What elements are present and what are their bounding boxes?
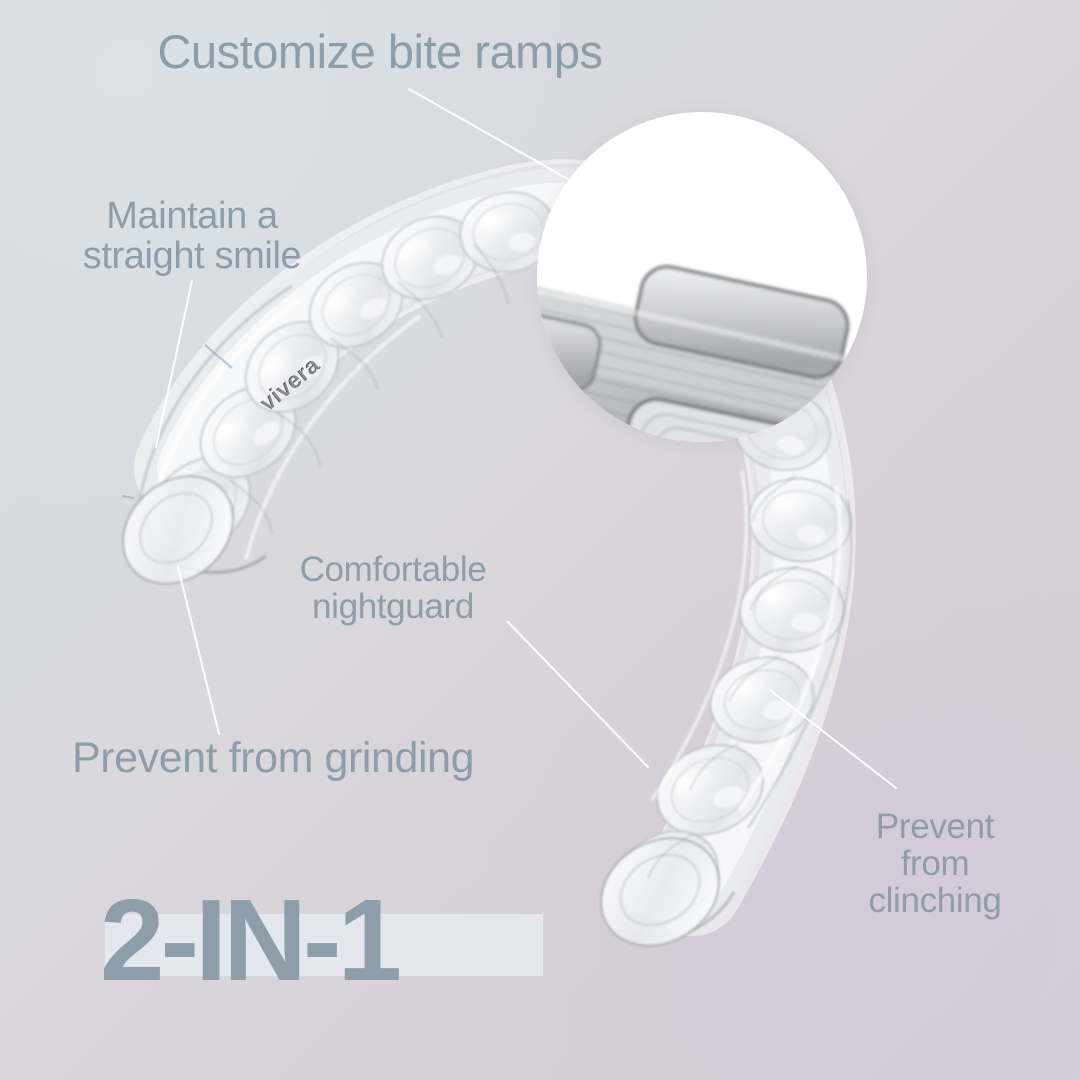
leader-line-straight-smile — [155, 280, 193, 448]
badge-two-in-one-text: 2-IN-1 — [100, 875, 402, 1005]
label-prevent-from-clinching: Prevent from clinching — [868, 807, 1002, 921]
leader-line-clinching — [769, 689, 897, 789]
magnified-bite-ramp-detail — [537, 265, 867, 442]
svg-text:vivera: vivera — [256, 351, 326, 416]
brand-engraving-text: vivera — [255, 351, 325, 416]
badge-highlight-bar — [105, 914, 543, 976]
label-customize-bite-ramps: Customize bite ramps — [157, 25, 603, 78]
label-comfortable-nightguard: Comfortable nightguard — [299, 550, 487, 627]
magnifier-circle — [537, 112, 867, 442]
label-maintain-straight-smile: Maintain a straight smile — [82, 195, 302, 278]
label-prevent-from-grinding: Prevent from grinding — [72, 734, 475, 782]
badge-two-in-one: 2-IN-1 — [100, 875, 580, 1006]
leader-line-grinding — [177, 566, 220, 735]
